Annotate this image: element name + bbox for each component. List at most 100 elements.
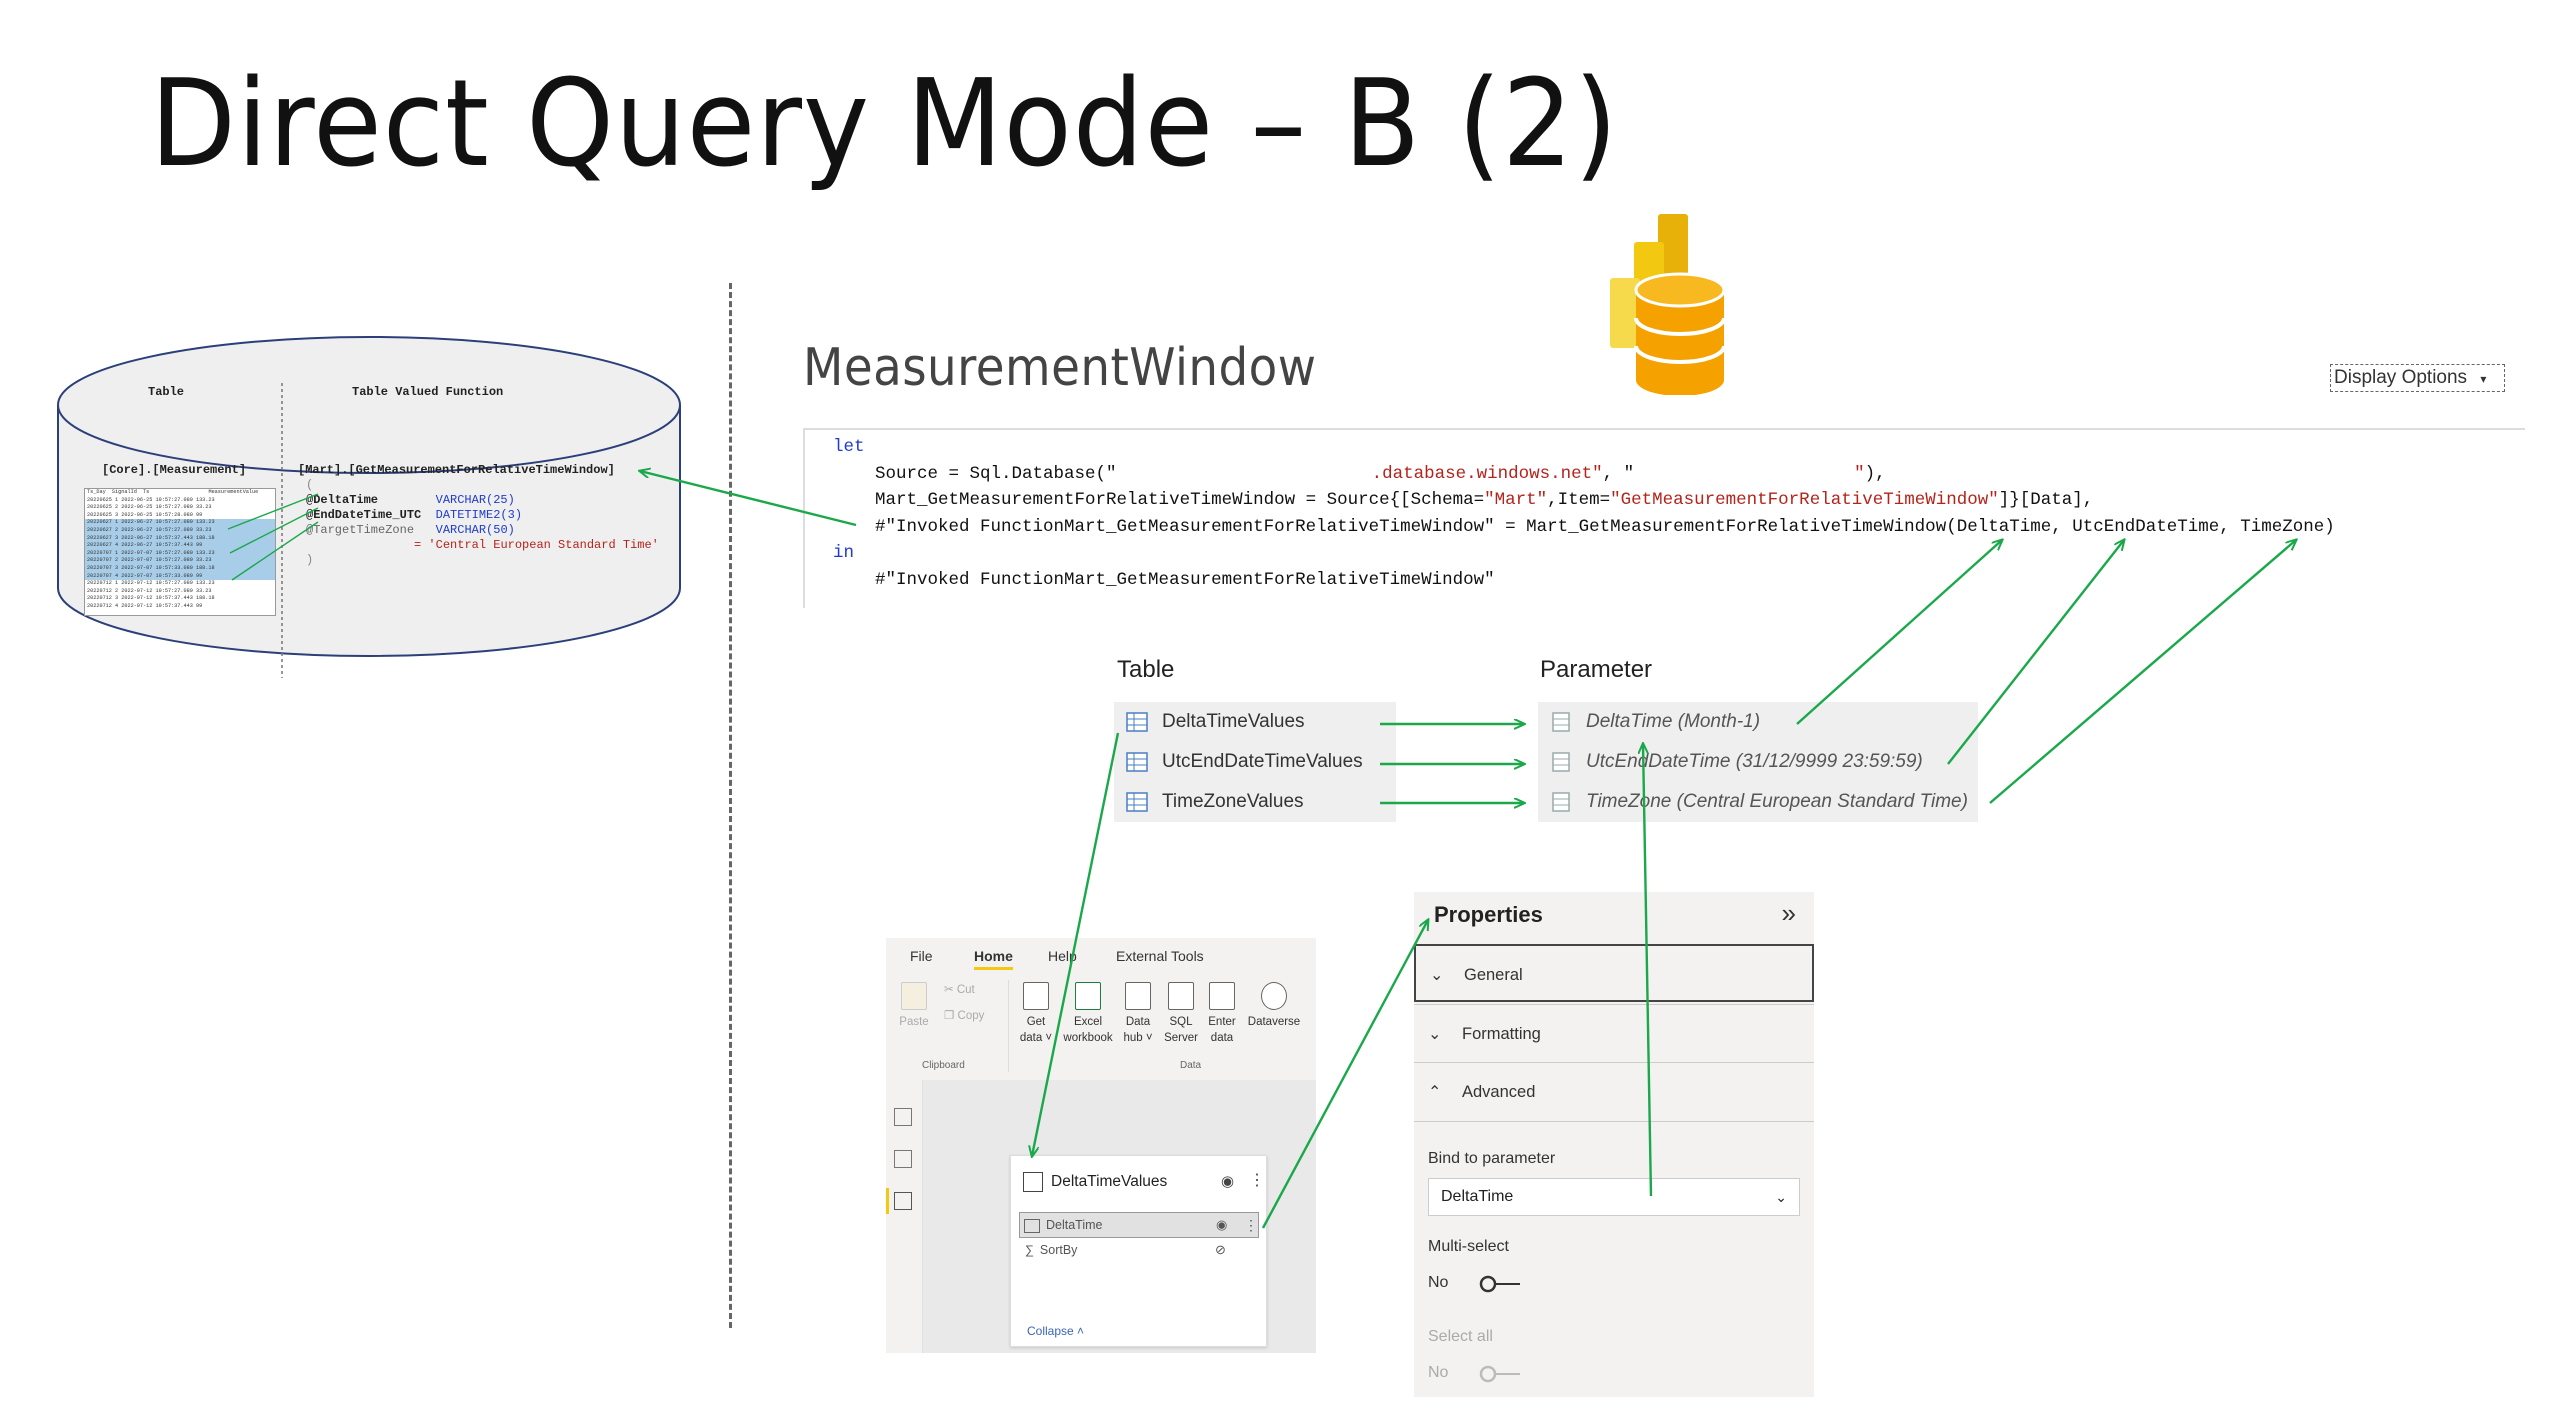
- sigma-icon: ∑: [1025, 1243, 1034, 1257]
- cut-button[interactable]: ✂ Cut: [944, 982, 975, 998]
- table-item-utcenddatetimevalues[interactable]: UtcEndDateTimeValues: [1114, 742, 1396, 782]
- code-kw-let: let: [833, 437, 865, 457]
- collapse-link[interactable]: Collapse ˄: [1027, 1324, 1085, 1338]
- tvf-param-enddatetime: @EndDateTime_UTC DATETIME2(3): [306, 508, 523, 522]
- select-all-toggle[interactable]: [1478, 1364, 1522, 1384]
- select-all-value: No: [1428, 1364, 1449, 1381]
- powerbi-database-icon: [1610, 214, 1726, 395]
- code-line-mart: Mart_GetMeasurementForRelativeTimeWindow…: [875, 490, 2094, 510]
- mini-table-row: 20220712 4 2022-07-12 10:57:37.443 99: [87, 602, 203, 609]
- parameter-item-label: DeltaTime (Month-1): [1586, 711, 1761, 732]
- database-icon: [1023, 982, 1049, 1010]
- tvf-default-value: = 'Central European Standard Time': [414, 538, 659, 552]
- section-advanced[interactable]: ⌃Advanced: [1414, 1062, 1814, 1122]
- parameter-item-deltatime[interactable]: DeltaTime (Month-1): [1538, 702, 1978, 742]
- data-group-label: Data: [1180, 1060, 1202, 1071]
- mini-table-row: 20220625 2 2022-06-25 10:57:27.080 33.23: [87, 504, 212, 511]
- cylinder-col-right-header: Table Valued Function: [352, 385, 504, 399]
- table-icon: [1023, 1172, 1043, 1192]
- field-row-sortby[interactable]: ∑SortBy ⊘: [1019, 1238, 1257, 1262]
- eye-icon[interactable]: ◉: [1216, 1217, 1228, 1232]
- mini-table-rows: 20220625 1 2022-06-25 10:57:27.080 133.2…: [85, 497, 275, 611]
- bind-to-parameter-value: DeltaTime: [1441, 1188, 1514, 1205]
- properties-pane: Properties » ⌄General ⌄Formatting ⌃Advan…: [1414, 892, 1814, 1397]
- paste-button[interactable]: Paste: [896, 982, 932, 1030]
- mini-table-row: 20220712 2 2022-07-12 10:57:27.080 33.23: [87, 587, 212, 594]
- bind-to-parameter-select[interactable]: DeltaTime ⌄: [1428, 1178, 1800, 1216]
- mini-table-row: 20220707 1 2022-07-07 10:57:27.080 133.2…: [85, 549, 275, 558]
- section-divider: [729, 283, 732, 1328]
- cut-label: Cut: [956, 984, 975, 996]
- code-line-source: Source = Sql.Database(".database.windows…: [875, 463, 1886, 484]
- copy-button[interactable]: ❐ Copy: [944, 1008, 984, 1024]
- mini-table-header: Ts_Day SignalId Ts MeasurementValue: [85, 489, 275, 497]
- tab-help[interactable]: Help: [1048, 948, 1077, 964]
- section-label: Formatting: [1462, 1025, 1541, 1043]
- multi-select-toggle[interactable]: [1478, 1274, 1522, 1294]
- tab-home[interactable]: Home: [974, 948, 1013, 970]
- expand-pane-icon[interactable]: »: [1781, 898, 1796, 928]
- multi-select-label: Multi-select: [1428, 1238, 1509, 1255]
- slide-title: Direct Query Mode – B (2): [150, 55, 1619, 194]
- eye-hidden-icon[interactable]: ⊘: [1215, 1242, 1226, 1257]
- chevron-down-icon: ⌄: [1430, 967, 1444, 984]
- measurement-mini-table: Ts_Day SignalId Ts MeasurementValue 2022…: [84, 488, 276, 616]
- query-name-title: MeasurementWindow: [803, 338, 1317, 398]
- code-kw-in: in: [833, 543, 855, 563]
- chevron-down-icon: ⌄: [1775, 1189, 1787, 1205]
- parameter-item-timezone[interactable]: TimeZone (Central European Standard Time…: [1538, 782, 1978, 822]
- tab-file[interactable]: File: [910, 948, 933, 964]
- mini-table-row: 20220627 1 2022-06-27 10:57:27.080 133.2…: [85, 519, 275, 527]
- table-item-deltatimevalues[interactable]: DeltaTimeValues: [1114, 702, 1396, 742]
- more-options-icon[interactable]: ⋮: [1244, 1217, 1258, 1233]
- table-item-label: DeltaTimeValues: [1162, 711, 1305, 732]
- mini-header-cell: MeasurementValue: [208, 489, 259, 495]
- mini-table-row: 20220627 3 2022-06-27 10:57:37.443 188.1…: [85, 534, 275, 543]
- multi-select-value: No: [1428, 1274, 1449, 1291]
- display-options-button[interactable]: Display Options ▾: [2330, 364, 2505, 392]
- field-row-deltatime[interactable]: DeltaTime ◉ ⋮: [1019, 1212, 1259, 1238]
- section-general[interactable]: ⌄ General: [1414, 944, 1814, 1002]
- chevron-down-icon: ⌄: [1428, 1026, 1442, 1043]
- parameter-item-label: TimeZone (Central European Standard Time…: [1586, 791, 1968, 812]
- excel-icon: [1075, 982, 1101, 1010]
- tab-external-tools[interactable]: External Tools: [1116, 948, 1204, 964]
- view-sidebar: [886, 1080, 923, 1353]
- tvf-params: ( @DeltaTime VARCHAR(25) @EndDateTime_UT…: [306, 478, 659, 567]
- deltatimevalues-table-card[interactable]: DeltaTimeValues ◉ ⋮ DeltaTime ◉ ⋮ ∑SortB…: [1010, 1155, 1267, 1347]
- scissors-icon: ✂: [944, 984, 954, 996]
- tvf-param-deltatime: @DeltaTime VARCHAR(25): [306, 493, 515, 507]
- table-item-timezonevalues[interactable]: TimeZoneValues: [1114, 782, 1396, 822]
- table-field-icon: [1024, 1218, 1040, 1233]
- parameter-item-utcenddatetime[interactable]: UtcEndDateTime (31/12/9999 23:59:59): [1538, 742, 1978, 782]
- report-view-icon[interactable]: [894, 1108, 912, 1126]
- mini-table-row: 20220627 4 2022-06-27 10:57:37.443 99: [85, 542, 275, 550]
- eye-icon[interactable]: ◉: [1221, 1173, 1235, 1190]
- clipboard-icon: [901, 982, 927, 1010]
- model-view-icon[interactable]: [894, 1192, 912, 1210]
- parameter-item-label: UtcEndDateTime (31/12/9999 23:59:59): [1586, 751, 1923, 772]
- section-formatting[interactable]: ⌄ Formatting: [1414, 1004, 1814, 1063]
- code-line-result: #"Invoked FunctionMart_GetMeasurementFor…: [875, 569, 1495, 590]
- mini-table-row: 20220627 2 2022-06-27 10:57:27.080 33.23: [85, 526, 275, 535]
- code-line-invoke: #"Invoked FunctionMart_GetMeasurementFor…: [875, 516, 2335, 537]
- parameters-heading: Parameter: [1540, 656, 1653, 683]
- more-options-icon[interactable]: ⋮: [1249, 1172, 1265, 1189]
- display-options-label: Display Options: [2334, 367, 2468, 388]
- m-code: let Source = Sql.Database(".database.win…: [833, 434, 2335, 593]
- mini-header-cell: Ts: [143, 489, 150, 495]
- dataverse-icon: [1261, 982, 1287, 1010]
- data-view-icon[interactable]: [894, 1150, 912, 1168]
- select-all-label: Select all: [1428, 1328, 1493, 1345]
- section-label: General: [1464, 966, 1523, 984]
- bind-to-parameter-label: Bind to parameter: [1428, 1150, 1556, 1167]
- m-code-editor[interactable]: let Source = Sql.Database(".database.win…: [803, 428, 2525, 608]
- dataverse-button[interactable]: Dataverse: [1243, 982, 1305, 1030]
- parameter-icon: [1550, 792, 1572, 812]
- mini-table-row: 20220707 2 2022-07-07 10:57:27.080 33.23: [85, 557, 275, 565]
